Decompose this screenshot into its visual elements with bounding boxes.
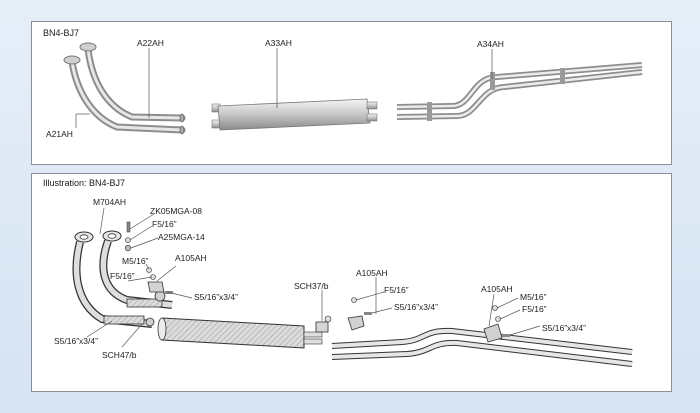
- callout-11: SCH37/b: [294, 281, 329, 291]
- mid-bracket: [347, 297, 372, 331]
- part-label-1: A22AH: [137, 38, 164, 48]
- downpipe-assembly: [72, 230, 173, 328]
- photo-panel: BN4-BJ7 A22AH A33AH A34AH A21AH: [31, 21, 672, 165]
- callout-17: F5/16”: [522, 304, 547, 314]
- part-label-2: A33AH: [265, 38, 292, 48]
- exhaust-exploded-diagram: [72, 207, 633, 367]
- rear-pipes: [396, 62, 643, 121]
- illustration-title: Illustration: BN4-BJ7: [43, 178, 126, 188]
- callout-3: F5/16”: [152, 219, 177, 229]
- silencer-drawing: [157, 317, 323, 349]
- callout-8: S5/16”x3/4”: [194, 292, 238, 302]
- callout-9: S5/16”x3/4”: [54, 336, 98, 346]
- clamp-sch37: [315, 315, 332, 333]
- hardware-front: [124, 221, 173, 294]
- photo-panel-title: BN4-BJ7: [43, 28, 80, 38]
- exhaust-parts-photo: [63, 42, 643, 135]
- callout-5: M5/16”: [122, 256, 149, 266]
- rear-bracket: [483, 305, 510, 343]
- callout-18: S5/16”x3/4”: [542, 323, 586, 333]
- callout-4: A25MGA-14: [158, 232, 205, 242]
- callout-12: A105AH: [356, 268, 388, 278]
- callout-7: F5/16”: [110, 271, 135, 281]
- callout-15: A105AH: [481, 284, 513, 294]
- callout-10: SCH47/b: [102, 350, 137, 360]
- illustration-panel: Illustration: BN4-BJ7 M704AH ZK05MGA-08 …: [31, 173, 672, 392]
- part-label-4: A21AH: [46, 129, 73, 139]
- leader-lines: [86, 207, 541, 348]
- callout-13: F5/16”: [384, 285, 409, 295]
- front-downpipes: [63, 42, 186, 135]
- callout-6: A105AH: [175, 253, 207, 263]
- callout-14: S5/16”x3/4”: [394, 302, 438, 312]
- part-label-3: A34AH: [477, 39, 504, 49]
- silencer: [211, 98, 378, 131]
- callout-2: ZK05MGA-08: [150, 206, 202, 216]
- rear-pipes-drawing: [331, 327, 633, 367]
- callout-16: M5/16”: [520, 292, 547, 302]
- callout-1: M704AH: [93, 197, 127, 207]
